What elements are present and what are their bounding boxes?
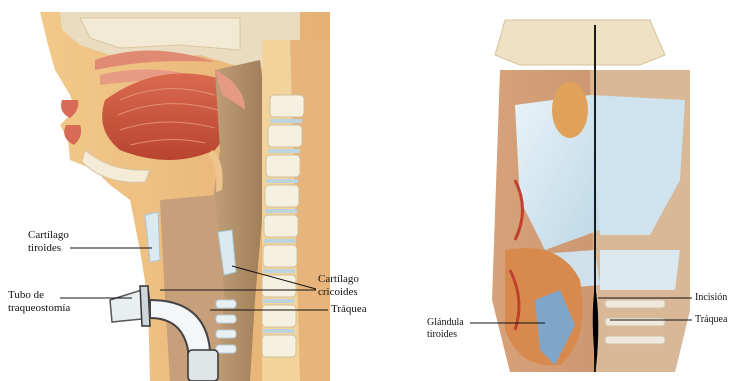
label-tracheostomy-tube: Tubo de traqueostomía: [8, 289, 70, 315]
label-thyroid-cartilage: Cartílago tiroides: [28, 229, 69, 255]
larynx-model-photo: [470, 20, 692, 372]
label-thyroid-gland: Glándula tiroides: [427, 317, 464, 341]
label-cricoid-cartilage: Cartílago cricoides: [318, 273, 359, 299]
sagittal-section-illustration: [40, 12, 330, 381]
vertebrae: [262, 40, 330, 381]
label-trachea-right: Tráquea: [695, 314, 727, 326]
label-incision: Incisión: [695, 292, 727, 304]
label-trachea-left: Tráquea: [331, 303, 367, 316]
